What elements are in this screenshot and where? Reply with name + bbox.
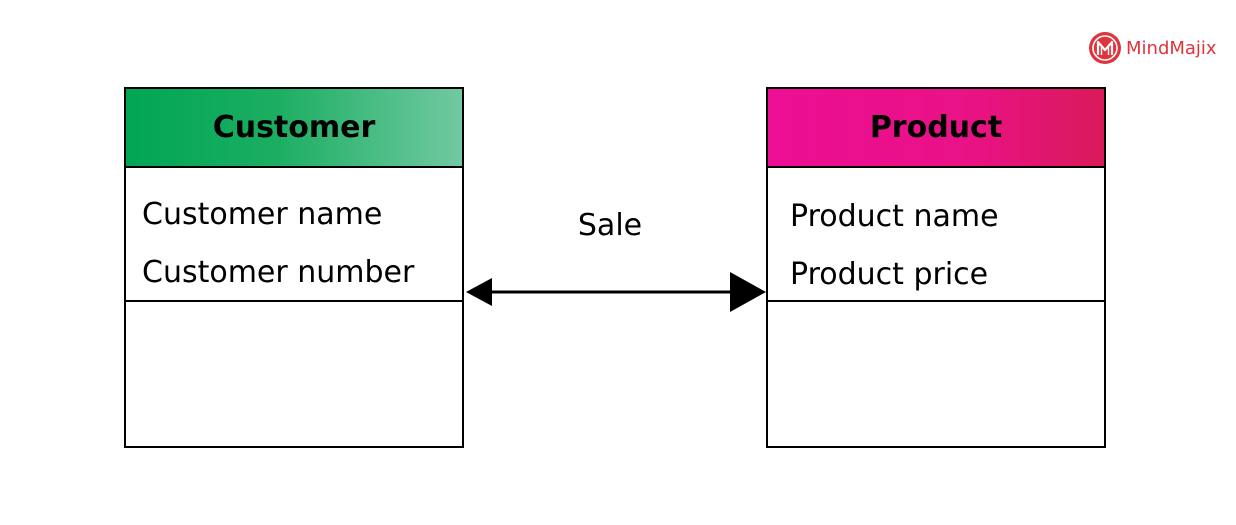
product-attribute: Product name xyxy=(790,199,999,234)
association-arrow xyxy=(466,272,766,312)
brand-name: MindMajix xyxy=(1126,37,1217,59)
mindmajix-logo-icon xyxy=(1089,32,1121,64)
customer-class-box: Customer Customer name Customer number xyxy=(124,87,464,448)
arrowhead-right-icon xyxy=(730,272,766,312)
brand-logo: MindMajix xyxy=(1089,32,1217,64)
product-class-box: Product Product name Product price xyxy=(766,87,1106,448)
customer-methods xyxy=(126,302,462,446)
arrowhead-left-icon xyxy=(466,278,492,306)
customer-attributes: Customer name Customer number xyxy=(126,166,462,302)
association-label: Sale xyxy=(577,208,643,243)
product-attribute: Product price xyxy=(790,257,989,292)
product-class-header: Product xyxy=(768,89,1104,166)
product-methods xyxy=(768,302,1104,446)
customer-attribute: Customer number xyxy=(142,255,415,290)
product-attributes: Product name Product price xyxy=(768,166,1104,302)
customer-attribute: Customer name xyxy=(142,197,383,232)
customer-class-header: Customer xyxy=(126,89,462,166)
